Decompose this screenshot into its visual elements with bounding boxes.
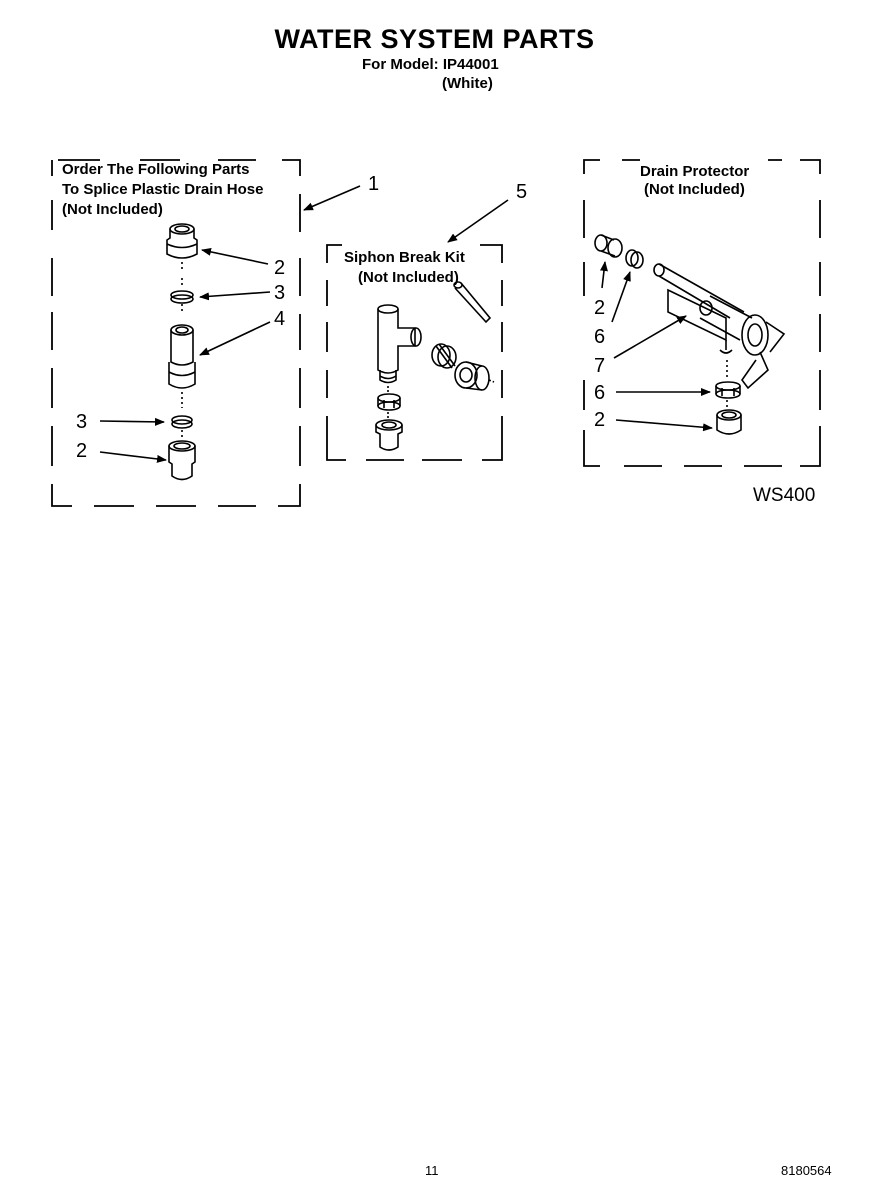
clamp-bottom	[171, 415, 193, 438]
siphon-tee	[377, 304, 422, 384]
document-number: 8180564	[781, 1163, 832, 1178]
leader-1	[303, 185, 361, 211]
dp-clamp-bottom	[715, 360, 741, 399]
drain-protector-group-border	[583, 159, 821, 467]
siphon-kit-group-border	[326, 244, 503, 461]
leader-dp-6a	[611, 271, 631, 323]
callout-dp-7: 7	[594, 355, 606, 377]
callout-dp-6b: 6	[594, 382, 606, 404]
splice-hose-label-line3: (Not Included)	[62, 201, 163, 218]
siphon-clamp-below	[377, 386, 401, 411]
splice-hose-label-line2: To Splice Plastic Drain Hose	[62, 181, 264, 198]
leader-4	[199, 321, 271, 356]
leader-dp-2a	[599, 261, 608, 289]
callout-3-upper: 3	[274, 282, 286, 304]
callout-1: 1	[368, 173, 380, 195]
siphon-kit-label-line2: (Not Included)	[358, 269, 459, 286]
dp-body	[653, 263, 786, 390]
dp-fitting	[594, 234, 623, 258]
splice-hose-group-border	[51, 159, 301, 507]
siphon-fitting-below	[375, 412, 403, 451]
leader-5	[447, 199, 509, 243]
siphon-kit-label-line1: Siphon Break Kit	[344, 249, 465, 266]
callout-2-lower: 2	[76, 440, 88, 462]
callout-2-upper: 2	[274, 257, 286, 279]
page-title: WATER SYSTEM PARTS	[274, 24, 595, 54]
drain-protector-label-line2: (Not Included)	[644, 181, 745, 198]
model-color: (White)	[442, 75, 493, 92]
dp-fitting-bottom	[716, 400, 742, 435]
callout-3-lower: 3	[76, 411, 88, 433]
fitting-bottom	[168, 440, 196, 481]
model-number: For Model: IP44001	[362, 56, 499, 73]
leader-3-lower	[99, 417, 165, 426]
callout-4: 4	[274, 308, 286, 330]
fitting-top	[166, 223, 198, 270]
siphon-small-tube	[453, 281, 492, 324]
siphon-fitting-side	[454, 361, 495, 391]
callout-dp-2a: 2	[594, 297, 606, 319]
page-number: 11	[425, 1163, 439, 1178]
dp-clamp-top	[625, 249, 644, 269]
splice-hose-label-line1: Order The Following Parts	[62, 161, 250, 178]
leader-2-lower	[99, 451, 167, 463]
connector-tube	[168, 324, 196, 408]
siphon-clamp-side	[431, 343, 457, 369]
callout-dp-2b: 2	[594, 409, 606, 431]
callout-dp-6a: 6	[594, 326, 606, 348]
leader-3-upper	[199, 291, 271, 301]
figure-code: WS400	[753, 485, 816, 506]
leader-2-upper	[201, 247, 269, 265]
leader-dp-2b	[615, 419, 713, 432]
callout-5: 5	[516, 181, 528, 203]
drain-protector-label-line1: Drain Protector	[640, 163, 750, 180]
leader-dp-7	[613, 315, 687, 359]
clamp-top	[170, 278, 194, 312]
